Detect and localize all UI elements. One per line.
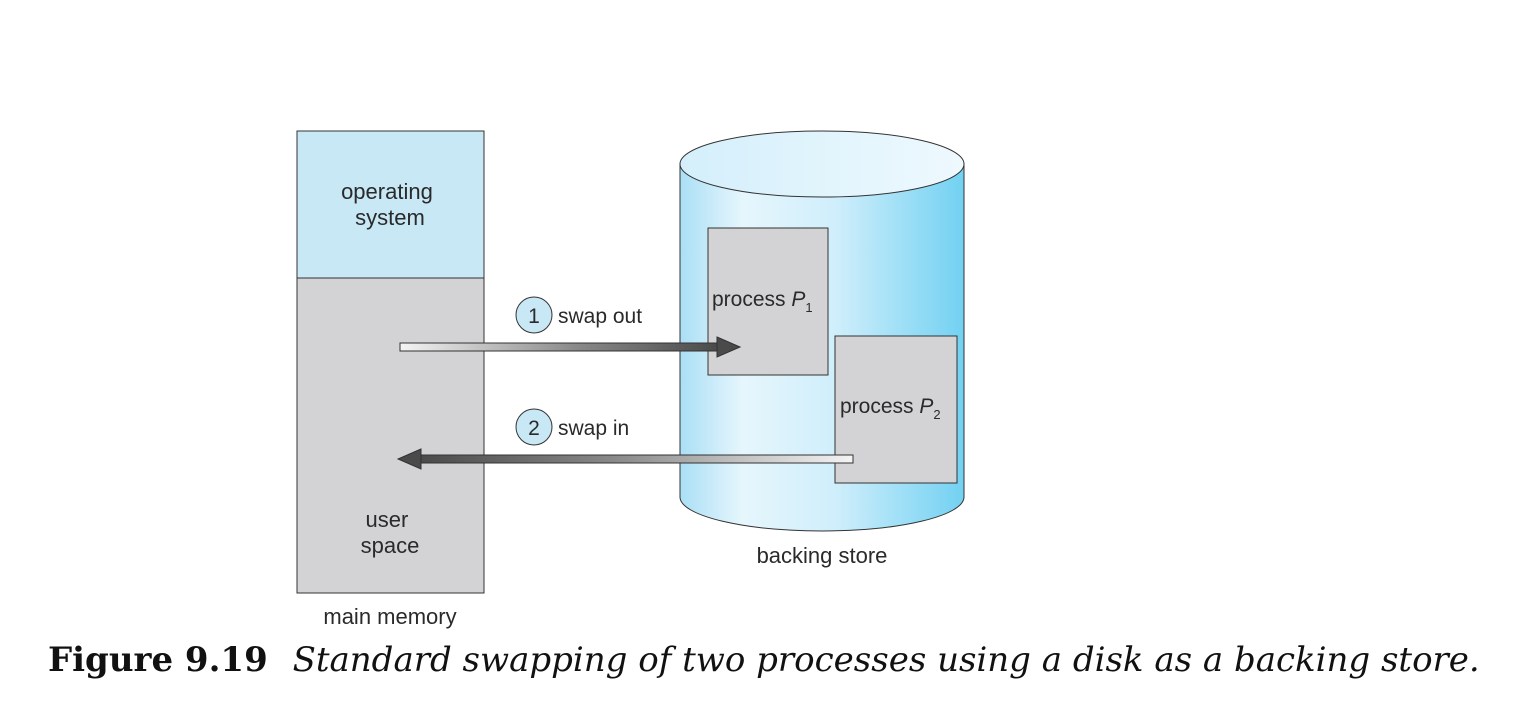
process-p1-var: P — [791, 288, 805, 311]
swap-in-step: 2 swap in — [515, 408, 629, 446]
process-p1-sub: 1 — [805, 300, 812, 315]
svg-text:process P1: process P1 — [712, 288, 813, 315]
backing-store-caption: backing store — [757, 543, 888, 568]
svg-text:user space: user space — [361, 507, 420, 558]
swap-in-label: swap in — [558, 417, 629, 440]
swap-out-arrow — [399, 336, 742, 358]
os-region — [296, 130, 485, 279]
process-p2-var: P — [919, 395, 933, 418]
step-1-badge — [515, 296, 553, 334]
swap-out-step: 1 swap out — [515, 296, 642, 334]
swap-out-label: swap out — [558, 305, 642, 328]
user-space-label-line1: user — [366, 507, 409, 532]
figure-caption: Figure 9.19 Standard swapping of two pro… — [48, 640, 1480, 680]
process-p2-box — [834, 335, 958, 484]
user-space-region — [296, 277, 485, 594]
swap-out-arrowhead — [716, 336, 742, 358]
swap-in-shaft — [419, 454, 854, 464]
process-p2-prefix: process — [840, 395, 919, 418]
svg-text:operating system: operating system — [341, 179, 439, 230]
step-1-number: 1 — [528, 305, 540, 328]
swap-out-shaft — [399, 342, 719, 352]
step-2-badge — [515, 408, 553, 446]
figure-caption-text: Standard swapping of two processes using… — [292, 640, 1480, 680]
os-label-line2: system — [355, 205, 425, 230]
process-p2: process P2 — [834, 335, 958, 484]
svg-text:process P2: process P2 — [840, 395, 941, 422]
process-p1-prefix: process — [712, 288, 791, 311]
swap-in-arrowhead — [396, 448, 422, 470]
main-memory-caption: main memory — [323, 604, 456, 629]
figure-number: Figure 9.19 — [48, 640, 268, 680]
os-label-line1: operating — [341, 179, 433, 204]
user-space-label-line2: space — [361, 533, 420, 558]
step-2-number: 2 — [528, 417, 540, 440]
swap-in-arrow — [396, 448, 854, 470]
main-memory: operating system user space main memory — [296, 130, 485, 629]
disk-top — [679, 130, 965, 198]
process-p2-sub: 2 — [933, 407, 940, 422]
